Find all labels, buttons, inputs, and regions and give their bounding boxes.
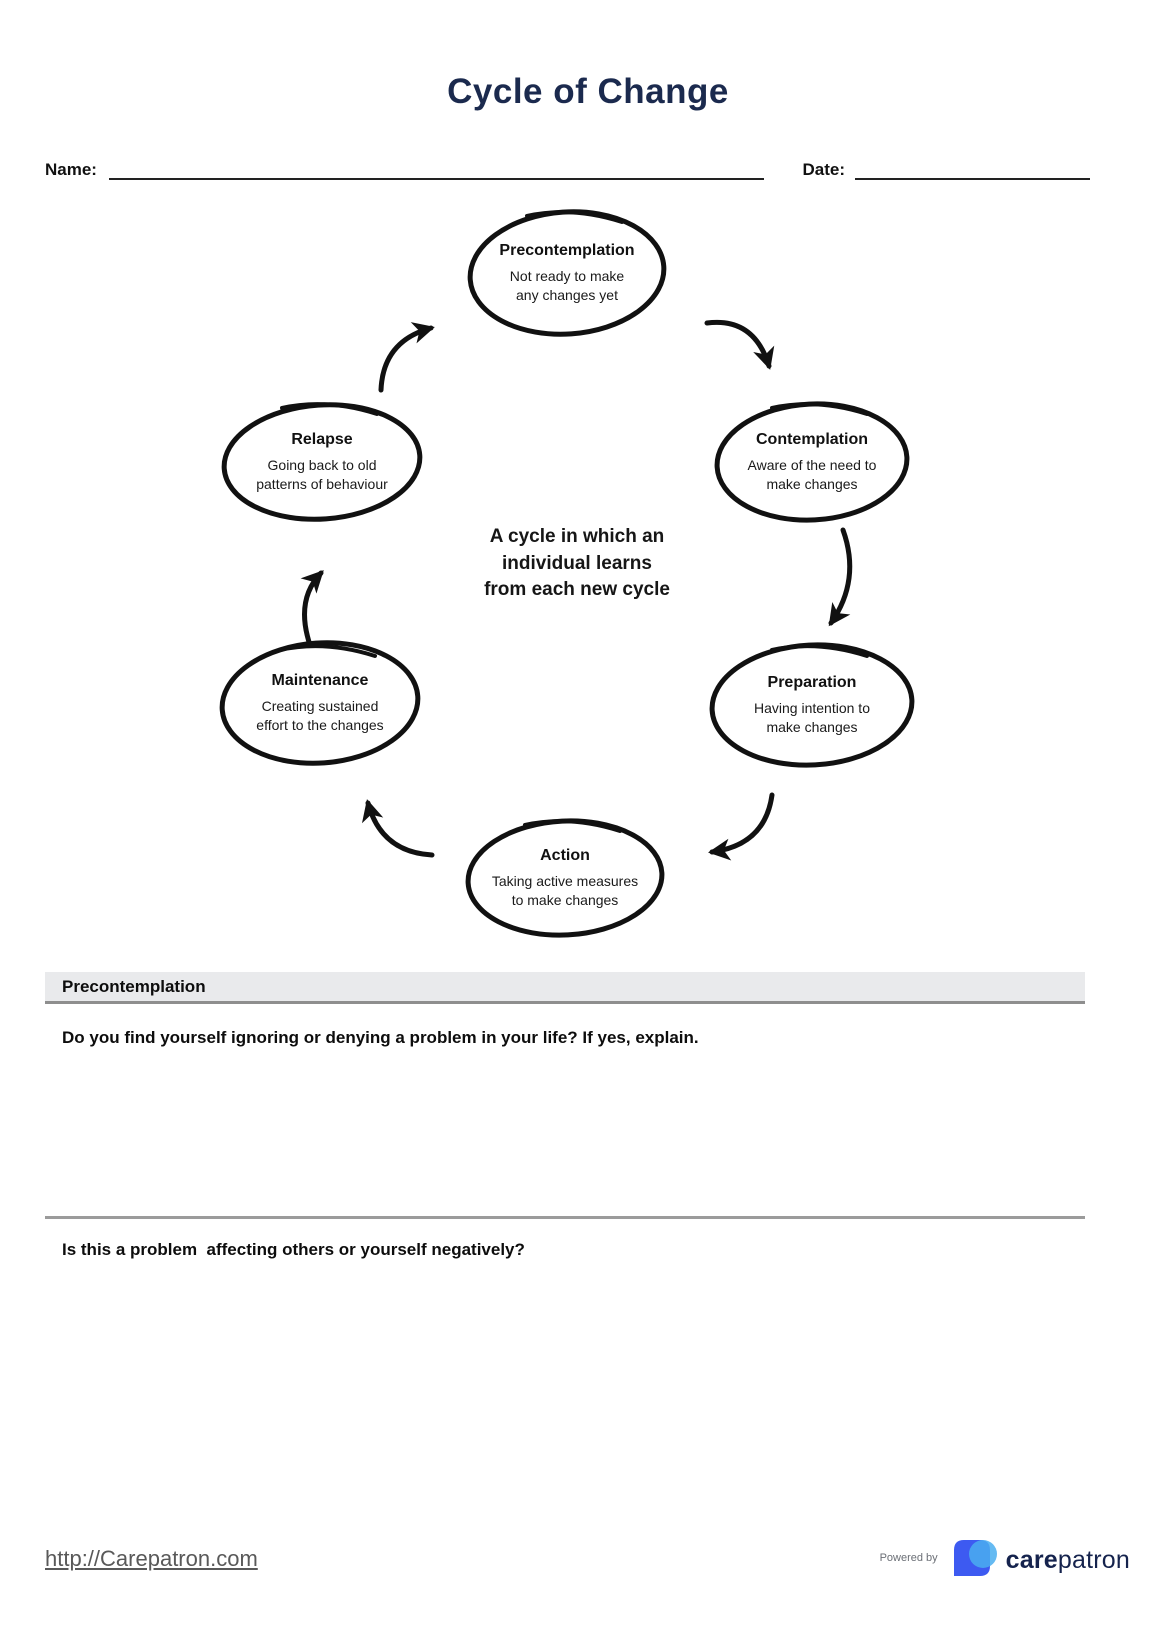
diagram-caption: A cycle in which an individual learns fr… (484, 526, 670, 601)
question-divider (45, 1216, 1085, 1219)
carepatron-link[interactable]: http://Carepatron.com (45, 1546, 258, 1571)
arrow-contemplation-to-preparation (828, 527, 853, 627)
node-preparation: Preparation Having intention to make cha… (754, 674, 870, 735)
arrow-maintenance-to-relapse (300, 570, 324, 648)
arrow-action-to-maintenance (361, 799, 435, 858)
date-label: Date: (802, 160, 845, 179)
carepatron-logo-icon (953, 1540, 997, 1576)
node-title: Action (540, 847, 590, 865)
node-title: Preparation (767, 674, 857, 692)
name-input-line[interactable] (108, 160, 765, 180)
powered-by-label: Powered by (879, 1552, 938, 1564)
section-header-bar: Precontemplation (45, 972, 1085, 1004)
node-relapse: Relapse Going back to old patterns of be… (256, 431, 388, 492)
arrow-preparation-to-action (708, 792, 775, 861)
node-title: Contemplation (756, 431, 868, 449)
node-precontemplation: Precontemplation Not ready to make any c… (499, 242, 635, 303)
question-2: Is this a problem affecting others or yo… (62, 1240, 525, 1259)
node-title: Relapse (291, 431, 353, 449)
page-title: Cycle of Change (447, 72, 729, 111)
node-title: Maintenance (271, 672, 369, 690)
section-header-title: Precontemplation (62, 976, 206, 996)
name-date-row: Name: Date: (45, 158, 1090, 180)
node-contemplation: Contemplation Aware of the need to make … (747, 431, 877, 492)
node-title: Precontemplation (499, 242, 635, 260)
node-maintenance: Maintenance Creating sustained effort to… (256, 672, 384, 733)
answer-area-2[interactable] (45, 1275, 1085, 1475)
answer-area-1[interactable] (45, 1062, 1085, 1212)
node-action: Action Taking active measures to make ch… (491, 847, 639, 908)
arrow-precontemplation-to-contemplation (704, 319, 775, 370)
carepatron-brand: Powered by carepatron (880, 1536, 1130, 1584)
arrow-relapse-to-precontemplation (378, 322, 435, 393)
carepatron-wordmark: carepatron (1005, 1545, 1130, 1574)
date-input-line[interactable] (855, 160, 1090, 180)
question-1: Do you find yourself ignoring or denying… (62, 1028, 699, 1047)
name-label: Name: (45, 160, 97, 179)
